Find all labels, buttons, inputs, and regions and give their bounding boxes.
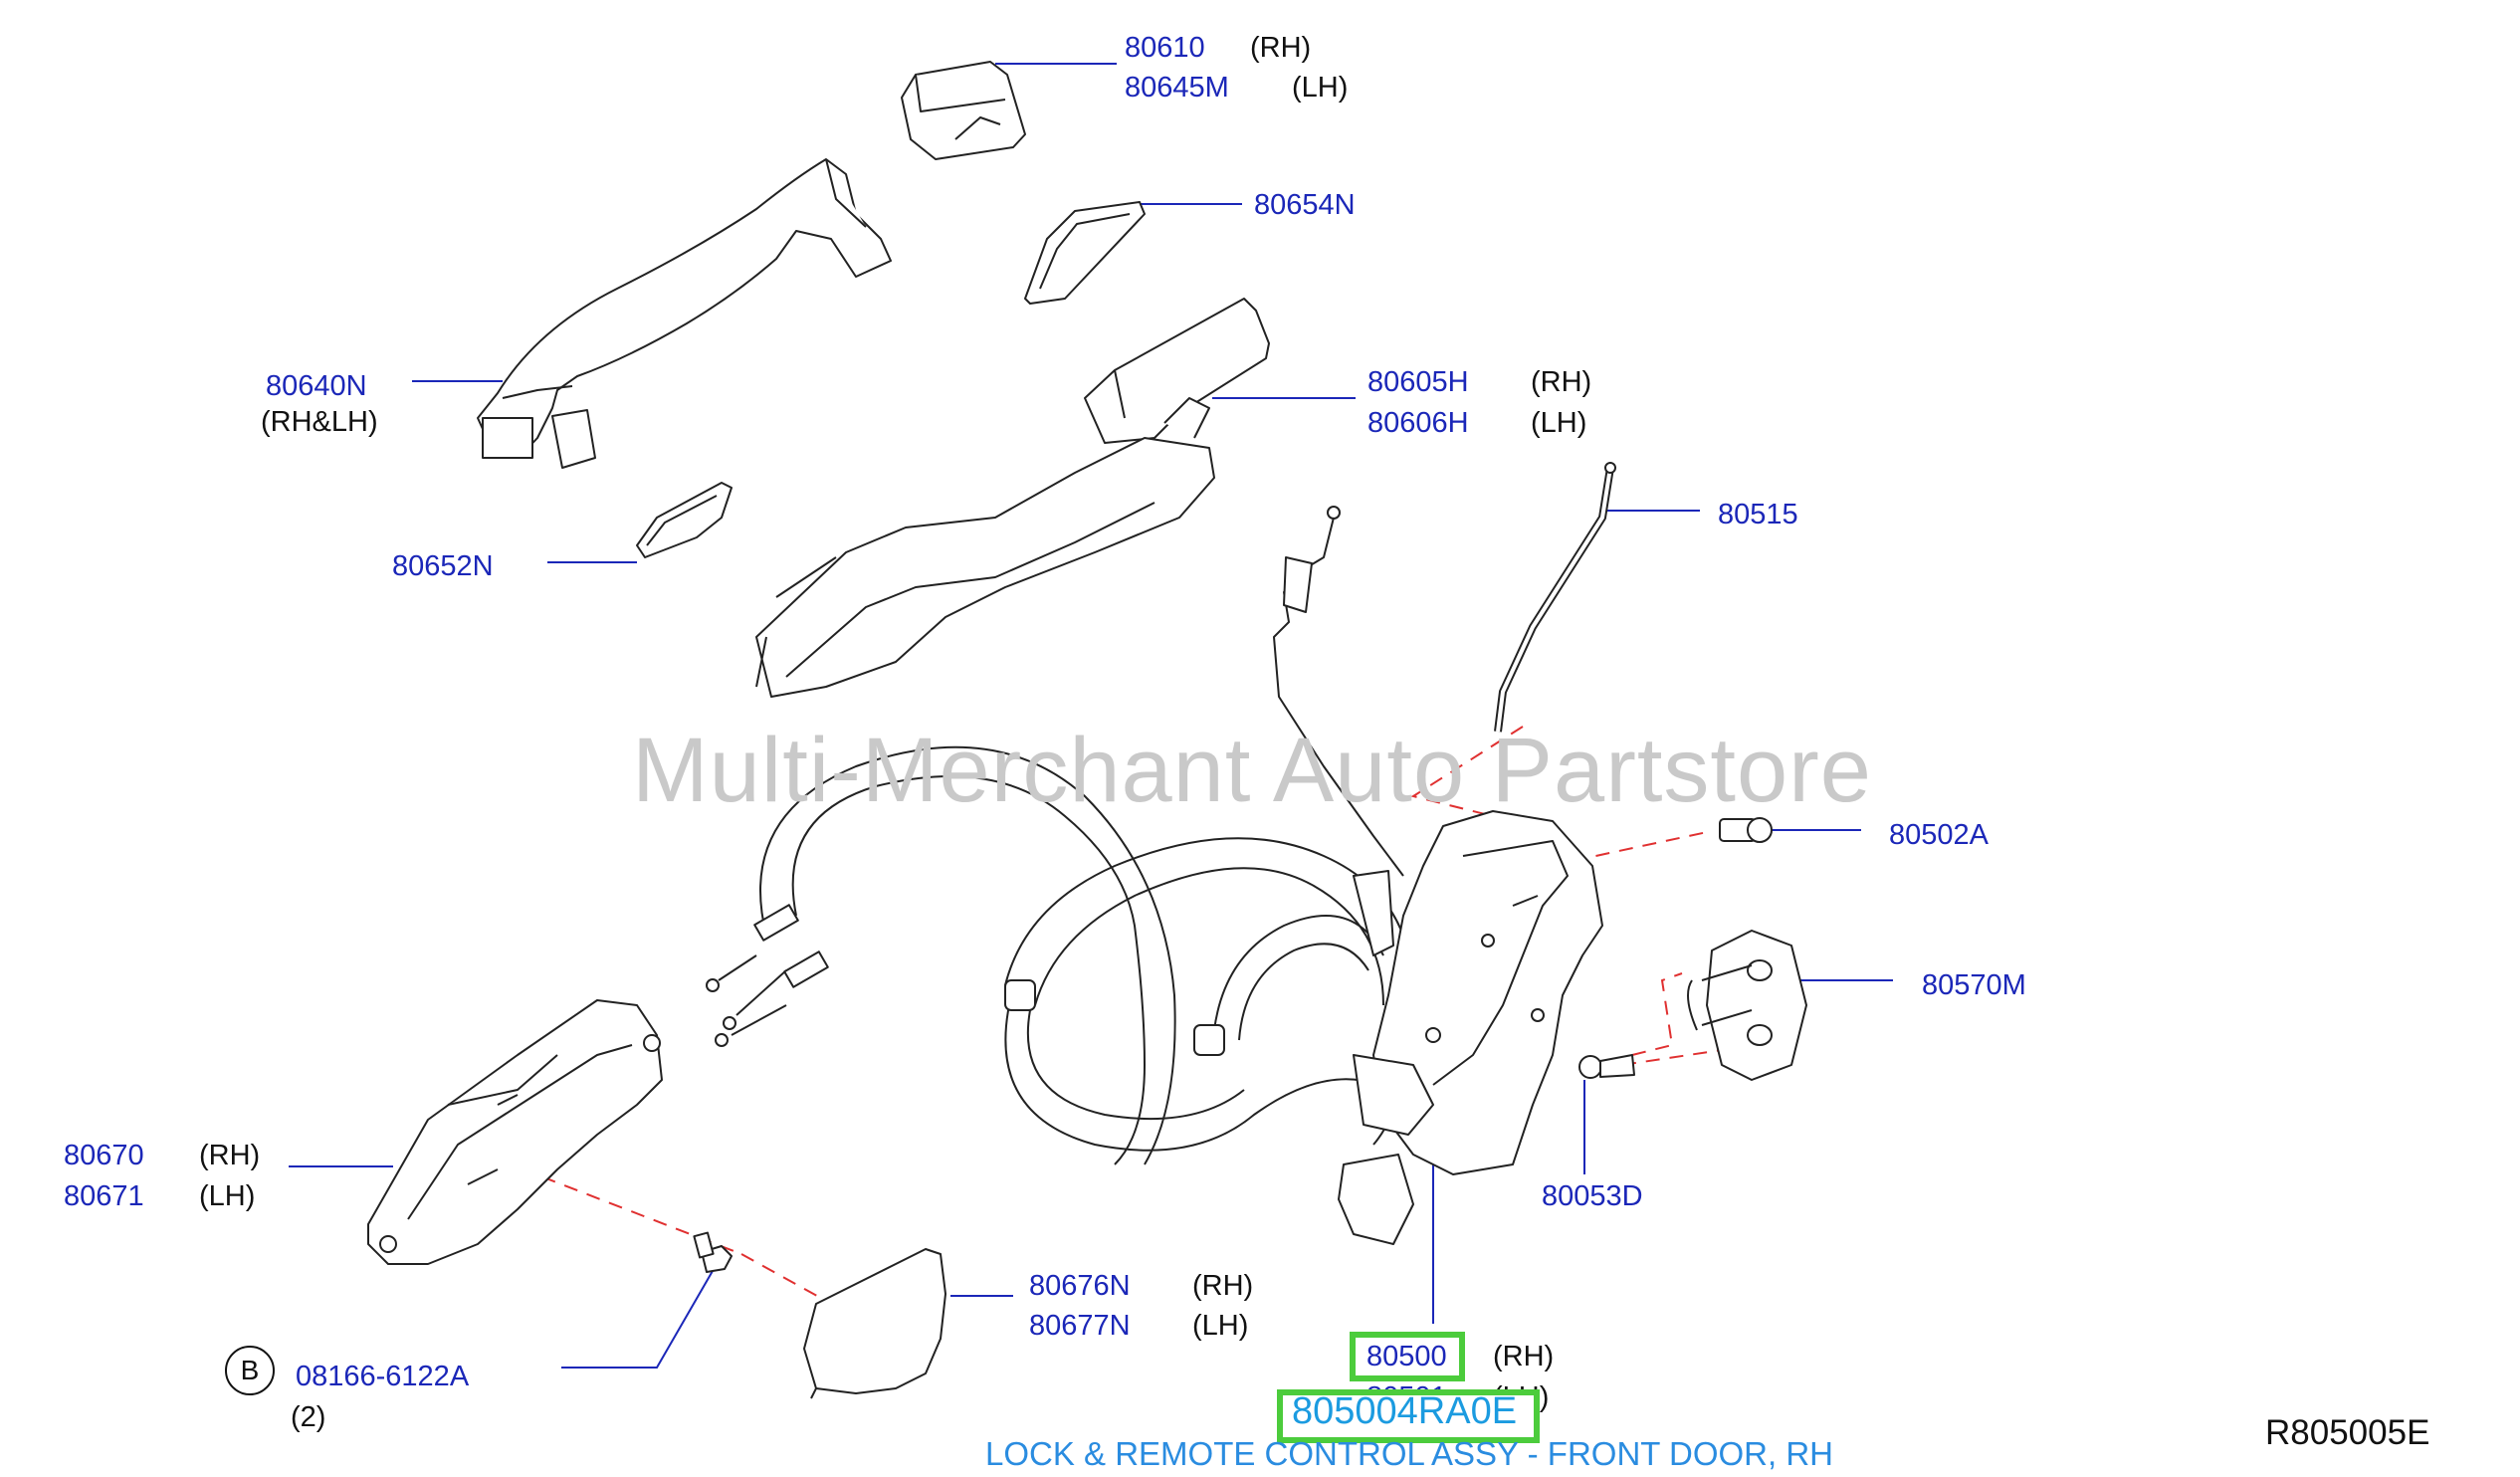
label-80502A[interactable]: 80502A xyxy=(1889,819,1989,851)
label-80605H[interactable]: 80605H xyxy=(1367,366,1469,398)
part-80670-handle xyxy=(367,999,663,1265)
part-80515-rod xyxy=(1494,462,1616,733)
watermark-text: Multi-Merchant Auto Partstore xyxy=(632,720,1872,821)
label-80610[interactable]: 80610 xyxy=(1125,32,1205,64)
part-80652N-gasket xyxy=(636,482,733,558)
label-80645M[interactable]: 80645M xyxy=(1125,72,1229,104)
label-80645M-side: (LH) xyxy=(1292,72,1349,104)
label-80640N-side: (RH&LH) xyxy=(261,406,378,438)
highlight-part-number-box xyxy=(1277,1389,1540,1443)
part-80610-cap xyxy=(901,61,1026,160)
highlight-80500 xyxy=(1350,1332,1465,1381)
label-08166-qty: (2) xyxy=(291,1401,326,1433)
label-80570M[interactable]: 80570M xyxy=(1922,969,2026,1001)
part-80654N-gasket xyxy=(1024,201,1146,305)
label-80640N[interactable]: 80640N xyxy=(266,370,367,402)
label-80606H[interactable]: 80606H xyxy=(1367,407,1469,439)
label-80671-side: (LH) xyxy=(199,1180,256,1212)
part-cable-ends xyxy=(706,904,1225,1056)
label-80677N-side: (LH) xyxy=(1192,1310,1249,1342)
label-80670-side: (RH) xyxy=(199,1140,261,1171)
part-08166-bolt xyxy=(693,1231,733,1273)
label-80670[interactable]: 80670 xyxy=(64,1140,144,1171)
label-08166-6122A[interactable]: 08166-6122A xyxy=(296,1361,470,1392)
label-80500-side: (RH) xyxy=(1493,1341,1555,1372)
label-80654N[interactable]: 80654N xyxy=(1254,189,1356,221)
label-80671[interactable]: 80671 xyxy=(64,1180,144,1212)
highlighted-part-number[interactable]: 805004RA0E xyxy=(1292,1390,1518,1432)
part-80502A-screw xyxy=(1719,817,1773,843)
label-80652N[interactable]: 80652N xyxy=(392,550,494,582)
diagram-reference: R805005E xyxy=(2265,1413,2430,1452)
diagram-caption: LOCK & REMOTE CONTROL ASSY - FRONT DOOR,… xyxy=(985,1435,1834,1472)
part-80053D-screw xyxy=(1578,1054,1635,1079)
label-80676N-side: (RH) xyxy=(1192,1270,1254,1302)
label-80676N[interactable]: 80676N xyxy=(1029,1270,1131,1302)
label-80515[interactable]: 80515 xyxy=(1718,499,1798,530)
part-80676N-escutcheon xyxy=(803,1248,946,1399)
label-80500[interactable]: 80500 xyxy=(1366,1341,1447,1372)
part-80500-lock xyxy=(1338,810,1603,1245)
part-80605H-bracket xyxy=(755,298,1270,698)
label-80605H-side: (RH) xyxy=(1531,366,1592,398)
part-80570M-striker xyxy=(1687,930,1807,1081)
bolt-b-circle: B xyxy=(225,1346,275,1395)
label-80053D[interactable]: 80053D xyxy=(1542,1180,1643,1212)
part-drawings xyxy=(367,61,1807,1399)
label-80606H-side: (LH) xyxy=(1531,407,1587,439)
part-80640N-handle xyxy=(477,158,892,469)
label-80610-side: (RH) xyxy=(1250,32,1312,64)
label-80677N[interactable]: 80677N xyxy=(1029,1310,1131,1342)
part-upper-cable xyxy=(1273,506,1404,877)
